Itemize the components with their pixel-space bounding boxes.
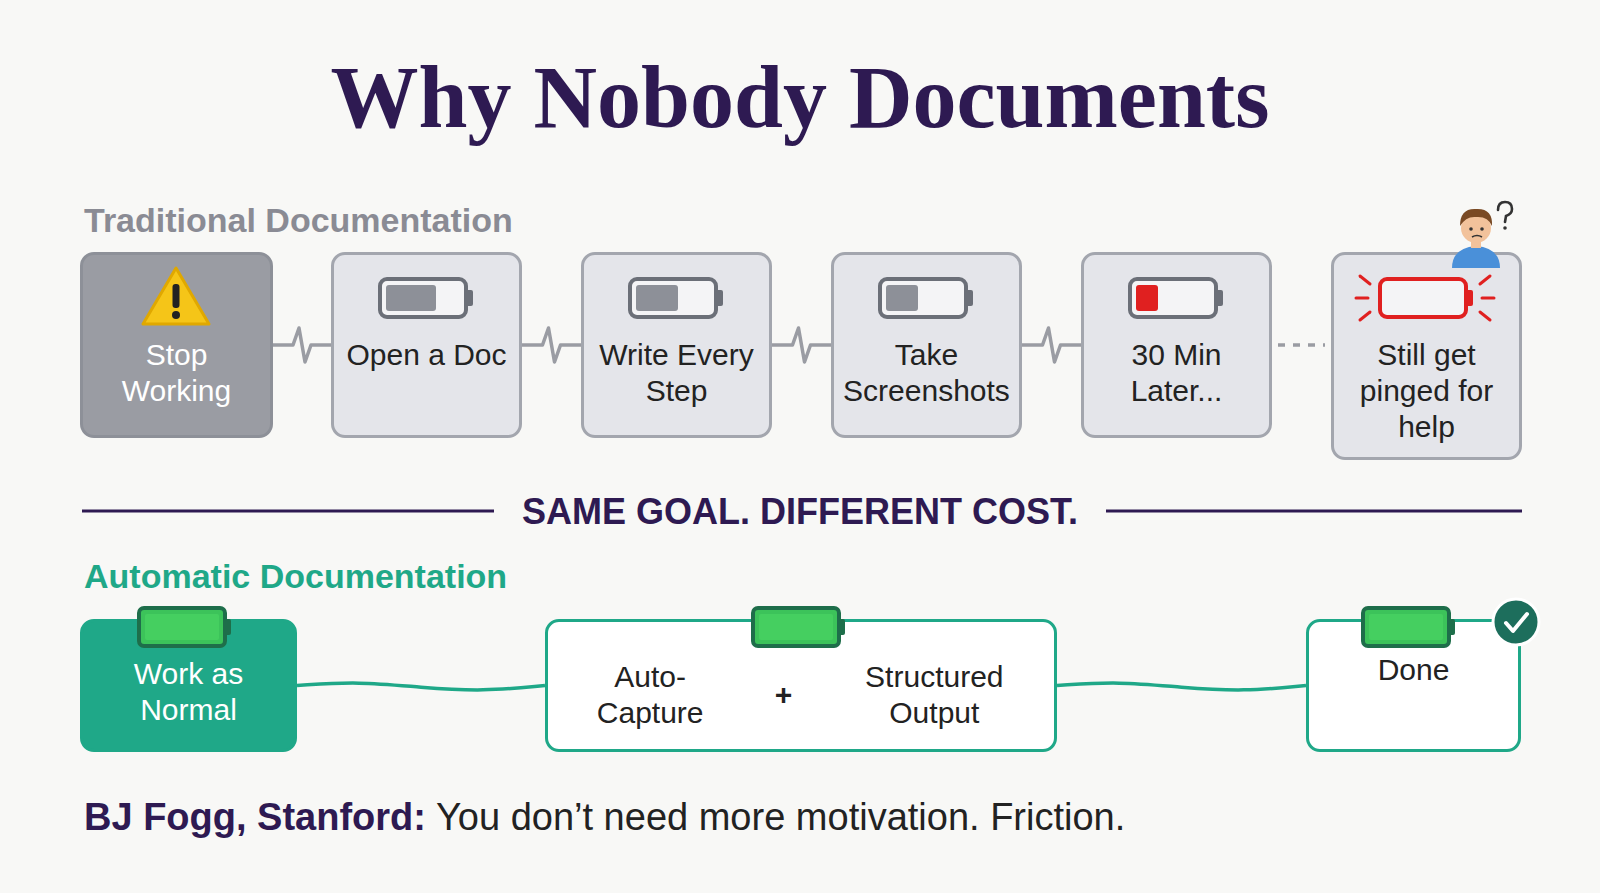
connector (297, 683, 545, 690)
step-text: Work as Normal (94, 656, 284, 728)
step-box: 30 Min Later... (1081, 252, 1272, 438)
step-box: Open a Doc (331, 252, 522, 438)
auto-step-box: Done (1306, 619, 1521, 752)
connector (1057, 683, 1306, 690)
step-box: Still get pinged for help (1331, 252, 1522, 460)
divider-label: SAME GOAL. DIFFERENT COST. (494, 492, 1106, 532)
step-text: Write Every Step (592, 337, 762, 409)
connector (273, 328, 331, 362)
step-text: Take Screenshots (839, 337, 1015, 409)
auto-step-box: Work as Normal (80, 619, 297, 752)
step-box: Stop Working (80, 252, 273, 438)
connector (772, 328, 831, 362)
section-heading: Automatic Documentation (84, 558, 507, 595)
plus-sign: + (763, 677, 803, 713)
step-text: Open a Doc (342, 337, 512, 373)
step-box: Write Every Step (581, 252, 772, 438)
step-text: Auto-Capture (575, 659, 725, 731)
section-heading: Traditional Documentation (84, 202, 513, 239)
step-text: 30 Min Later... (1092, 337, 1262, 409)
quote-author: BJ Fogg, Stanford: (84, 797, 426, 839)
step-text: Still get pinged for help (1342, 337, 1512, 445)
connector (1022, 328, 1081, 362)
step-text: Structured Output (842, 659, 1027, 731)
step-text: Done (1324, 652, 1504, 688)
auto-step-box: Auto-Capture + Structured Output (545, 619, 1057, 752)
connector (1278, 343, 1325, 347)
step-text: Stop Working (92, 337, 262, 409)
title: Why Nobody Documents (0, 50, 1600, 147)
step-box: Take Screenshots (831, 252, 1022, 438)
quote-text: You don’t need more motivation. Friction… (436, 797, 1125, 839)
connector (522, 328, 581, 362)
